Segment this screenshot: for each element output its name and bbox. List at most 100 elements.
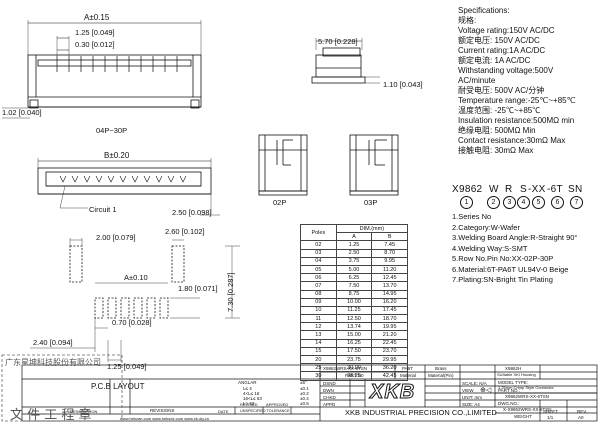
legend-item: 3.Welding Board Angle:R-Straight 90° [452, 233, 578, 242]
table-cell: 20 [300, 354, 337, 365]
view-03p-label: 03P [364, 198, 378, 207]
spec-line: 接触电阻: 30mΩ Max [458, 146, 534, 155]
stamp-top-text: 广东星坤科技股份有限公司 [5, 358, 101, 367]
table-cell: 02 [300, 240, 337, 250]
dim-side-height-label: 1.10 [0.043] [383, 80, 423, 89]
table-cell: 14.95 [371, 289, 408, 299]
table-cell: 09 [300, 297, 337, 307]
spec-line: 额定电流: 1A AC/DC [458, 56, 531, 65]
projection-icon: ⊕◁ [480, 387, 492, 394]
table-cell: 8.70 [371, 248, 408, 258]
tb-part-label: PART N0 [345, 373, 364, 378]
dim-left-height-label: 1.02 [0.040] [2, 108, 42, 117]
tb-model-type: 1.25mm Crimp Style Connector [498, 385, 554, 390]
table-header-a: A [335, 232, 373, 242]
tb-part-value: X9862WRS-XX-6TSN [323, 366, 368, 371]
title-block-frame [21, 364, 598, 422]
spec-line: Temperature range:-25℃~+85℃ [458, 96, 576, 105]
spec-line: 耐受电压: 500V AC/分钟 [458, 86, 545, 95]
company-logo: XKB [369, 381, 416, 404]
legend-item: 7.Plating:SN-Bright Tin Plating [452, 275, 553, 284]
spec-title: Specifications: [458, 6, 510, 15]
tb-material-label: Material [400, 373, 417, 378]
table-cell: 30 [300, 371, 337, 381]
table-cell: 7.45 [371, 240, 408, 250]
table-cell: 42.45 [371, 371, 408, 381]
tb-dwn: DWN [323, 388, 334, 393]
pcb-dim-2-label: 2.60 [0.102] [165, 227, 205, 236]
table-header-dim: DIM.(mm) [335, 223, 409, 234]
tol-l3-value: ±0.4 [300, 396, 309, 401]
table-cell: 08 [300, 289, 337, 299]
dim-pin-width-label: 0.30 [0.012] [75, 40, 115, 49]
code-part-4: S [520, 184, 527, 195]
table-cell: 5.00 [335, 264, 373, 275]
legend-item: 5.Row No.Pin No:XX-02P-30P [452, 254, 554, 263]
table-cell: 12.45 [371, 273, 408, 283]
tb-appd: APPD [323, 402, 336, 407]
table-cell: 29.95 [371, 354, 408, 365]
spec-line: 温度范围: -25℃~+85℃ [458, 106, 541, 115]
pcb-a-label: A±0.10 [124, 273, 148, 282]
dim-depth-label: 2.50 [0.098] [172, 208, 212, 217]
table-cell: 05 [300, 264, 337, 275]
code-part-5: -XX [528, 184, 546, 195]
tb-view: VIEW [462, 388, 474, 393]
table-cell: 1.25 [335, 240, 373, 250]
tb-date: DATE [218, 409, 229, 414]
tb-rev-value: A0 [578, 415, 584, 420]
table-cell: 6.25 [335, 273, 373, 283]
table-cell: 17.45 [371, 305, 408, 316]
table-cell: 8.75 [335, 289, 373, 299]
spec-line: 规格: [458, 16, 477, 25]
tol-l1-value: ±0.1 [300, 386, 309, 391]
spec-line: Current rating:1A AC/DC [458, 46, 546, 55]
tol-l2: 4<L≤ 16 [243, 391, 260, 396]
tb-revised: REVISED [240, 402, 258, 407]
table-cell: 04 [300, 256, 337, 266]
dim-b-label: B±0.20 [104, 151, 130, 160]
table-header-poles: Poles [300, 223, 337, 242]
spec-line: AC/minute [458, 76, 496, 85]
table-cell: 06 [300, 273, 337, 283]
spec-line: 绝缘电阻: 500MΩ Min [458, 126, 536, 135]
table-cell: 9.95 [371, 256, 408, 266]
tol-l2-value: ±0.2 [300, 391, 309, 396]
tb-unit: UNIT: mm [462, 395, 482, 400]
pcb-pad-width-label: 0.70 [0.028] [112, 318, 152, 327]
stamp-bottom-text: 文 件 工 程 章 [10, 408, 92, 423]
tb-rev: REV. [577, 409, 588, 414]
tb-website: www.hekzan.com www.heksdz.com www.xk-dg.… [120, 416, 209, 421]
table-cell: 16.20 [371, 297, 408, 307]
tb-dwg-no-label: DWG.NO.: [498, 401, 520, 406]
legend-list: 1.Series No 2.Category:W-Wafer 3.Welding… [452, 212, 577, 286]
table-cell: 18.70 [371, 314, 408, 324]
legend-item: 1.Series No [452, 212, 492, 221]
table-cell: 23.70 [371, 346, 408, 357]
tb-dsnd: DSND [323, 381, 336, 386]
tol-angular-value: ±5° [300, 380, 307, 385]
tb-sheet: SHEET [543, 409, 559, 414]
tb-revisions: REVISIONS [150, 408, 175, 413]
tb-model-type-label: MODEL TYPE: [498, 380, 529, 385]
legend-item: 6.Material:6T-PA6T UL94V-0 Beige [452, 264, 569, 274]
tb-size: SIZE: A4 [462, 402, 480, 407]
code-num-6: 6 [551, 196, 564, 209]
company-name: XKB INDUSTRIAL PRECISION CO.,LIMITED [345, 408, 497, 417]
tol-l1: L≤ 4 [243, 386, 252, 391]
table-cell: 15 [300, 346, 337, 357]
table-cell: 11.25 [335, 305, 373, 316]
view-02p-label: 02P [273, 198, 287, 207]
